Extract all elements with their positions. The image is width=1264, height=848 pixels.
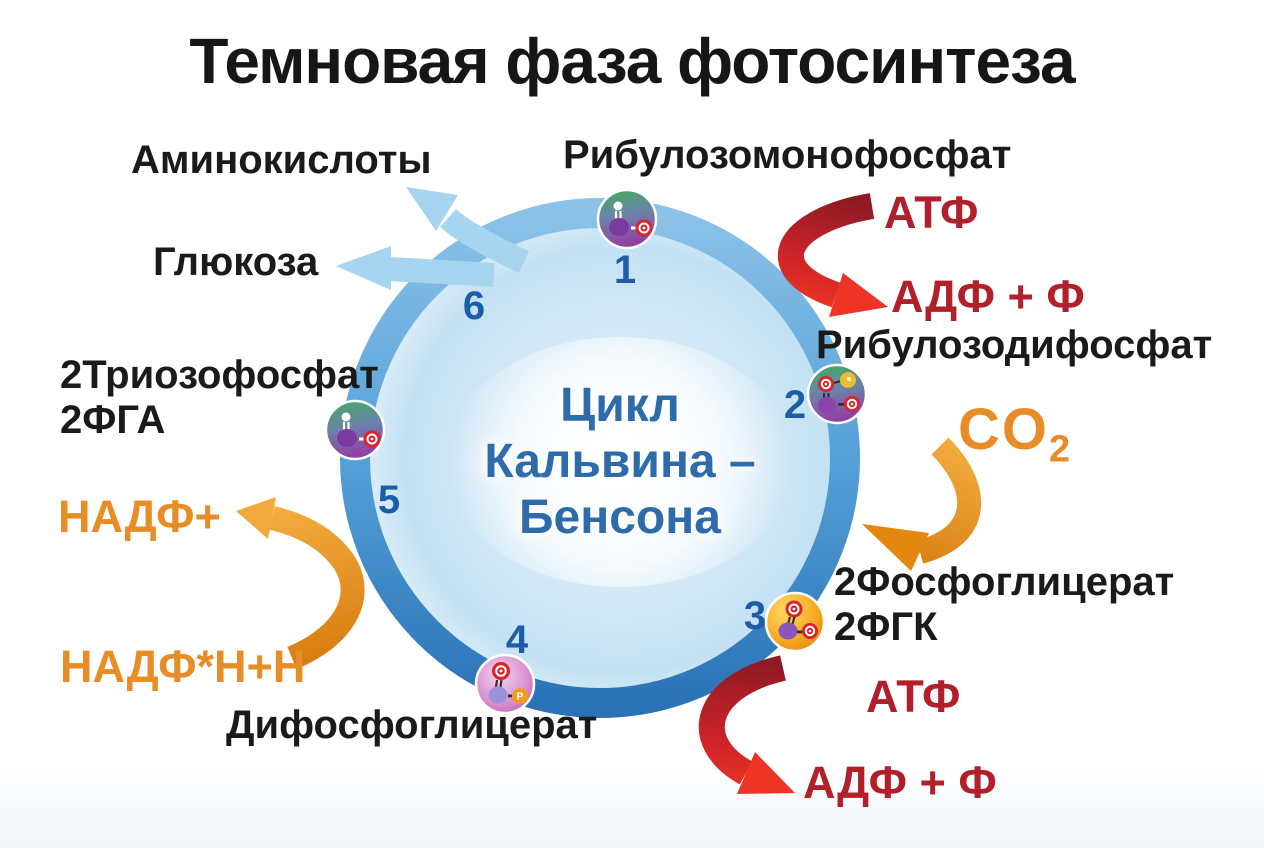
cycle-title: Цикл Кальвина – Бенсона	[440, 378, 800, 546]
co2-arrow-icon	[862, 437, 981, 571]
label-nadp-plus: НАДФ+	[58, 491, 221, 542]
glucose-arrow-icon	[336, 246, 495, 290]
label-triose-phosphate-line2: 2ФГА	[60, 397, 166, 442]
step-number-3: 3	[743, 594, 767, 638]
step-number-1: 1	[613, 248, 637, 292]
triose-phosphate-molecule-icon	[324, 399, 386, 461]
label-nadp-h: НАДФ*Н+Н	[60, 641, 306, 692]
co2-subscript: 2	[1049, 428, 1071, 471]
page-title: Темновая фаза фотосинтеза	[189, 25, 1075, 97]
label-ribulose-diphosphate: Рибулозодифосфат	[816, 323, 1213, 367]
label-glucose: Глюкоза	[153, 240, 319, 284]
ribulose-diphosphate-molecule-icon	[806, 363, 868, 425]
step-number-6: 6	[462, 284, 486, 328]
label-phosphoglycerate-line2: 2ФГК	[834, 604, 938, 649]
nadp-arrow-icon	[236, 497, 365, 670]
phosphoglycerate-molecule-icon	[764, 591, 826, 653]
label-co2: CO2	[958, 396, 1070, 472]
ribulose-monophosphate-molecule-icon	[596, 188, 658, 250]
phosphate-letter: P	[517, 692, 524, 703]
label-amino-acids: Аминокислоты	[131, 138, 432, 182]
step-number-2: 2	[783, 383, 807, 427]
label-adp-top: АДФ + Ф	[891, 271, 1085, 322]
label-phosphoglycerate: 2Фосфоглицерат 2ФГК	[834, 560, 1174, 650]
amino-acids-arrow-icon	[406, 187, 530, 273]
calvin-cycle-ring	[340, 198, 860, 718]
atp-adp-bottom-arrow-icon	[698, 655, 795, 794]
label-ribulose-monophosphate: Рибулозомонофосфат	[563, 133, 1012, 177]
label-phosphoglycerate-line1: 2Фосфоглицерат	[834, 560, 1175, 604]
co2-base: CO	[958, 397, 1049, 462]
cycle-title-line2: Кальвина –	[484, 435, 756, 488]
step-number-4: 4	[505, 618, 529, 662]
diphosphoglycerate-molecule-icon: P	[474, 653, 536, 715]
step-number-5: 5	[377, 478, 401, 522]
label-adp-bottom: АДФ + Ф	[803, 757, 997, 808]
atp-adp-top-arrow-icon	[777, 193, 888, 317]
label-triose-phosphate-line1: 2Триозофосфат	[60, 353, 379, 397]
label-triose-phosphate: 2Триозофосфат 2ФГА	[60, 353, 379, 443]
label-diphosphoglycerate: Дифосфоглицерат	[226, 703, 598, 747]
cycle-title-line3: Бенсона	[519, 491, 721, 544]
label-atp-top: АТФ	[884, 187, 979, 238]
label-atp-bottom: АТФ	[866, 671, 961, 722]
cycle-title-line1: Цикл	[560, 379, 680, 432]
